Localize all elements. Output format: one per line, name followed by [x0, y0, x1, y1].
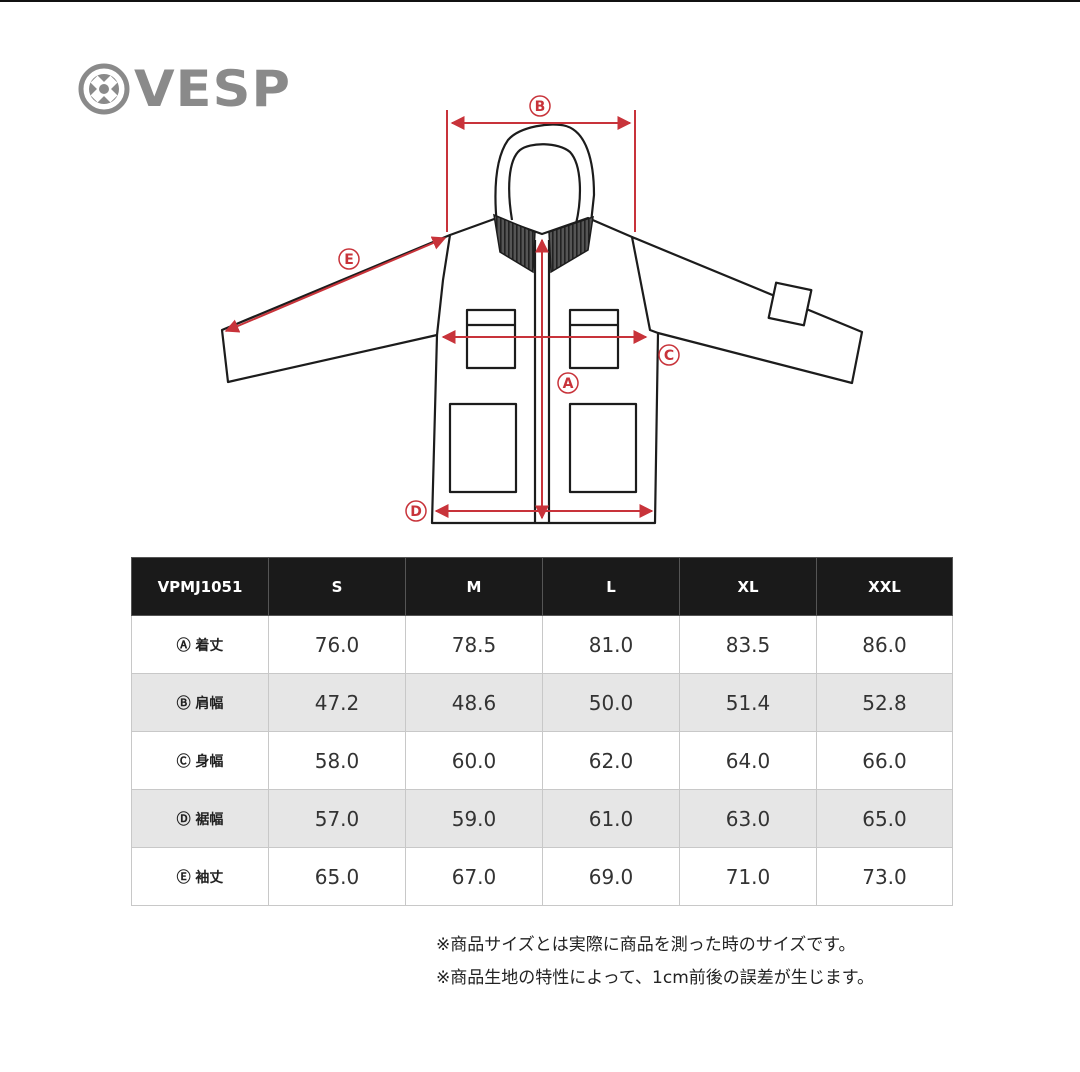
label-e: E — [344, 252, 354, 268]
model-number: VPMJ1051 — [131, 557, 269, 616]
size-header-xxl: XXL — [816, 557, 953, 616]
table-row: Ⓐ 着丈 76.0 78.5 81.0 83.5 86.0 — [131, 615, 953, 674]
top-border — [0, 0, 1080, 2]
size-header-l: L — [542, 557, 680, 616]
table-row: Ⓔ 袖丈 65.0 67.0 69.0 71.0 73.0 — [131, 847, 953, 906]
table-cell: 66.0 — [816, 731, 953, 790]
table-cell: 65.0 — [816, 789, 953, 848]
table-cell: 83.5 — [679, 615, 817, 674]
table-cell: 47.2 — [268, 673, 406, 732]
label-a: A — [563, 376, 574, 392]
table-cell: 69.0 — [542, 847, 680, 906]
table-cell: 50.0 — [542, 673, 680, 732]
measure-lines — [224, 110, 654, 520]
measure-labels: B E C A D — [338, 95, 680, 522]
table-cell: 64.0 — [679, 731, 817, 790]
table-cell: 81.0 — [542, 615, 680, 674]
jacket-diagram: B E C A D — [220, 95, 864, 525]
row-label: Ⓔ 袖丈 — [131, 847, 269, 906]
table-cell: 51.4 — [679, 673, 817, 732]
label-d-badge: D — [405, 500, 427, 522]
label-b-badge: B — [529, 95, 551, 117]
table-cell: 48.6 — [405, 673, 543, 732]
table-cell: 65.0 — [268, 847, 406, 906]
row-label: Ⓑ 肩幅 — [131, 673, 269, 732]
size-header-m: M — [405, 557, 543, 616]
table-row: Ⓒ 身幅 58.0 60.0 62.0 64.0 66.0 — [131, 731, 953, 790]
label-d: D — [410, 504, 422, 520]
row-label: Ⓒ 身幅 — [131, 731, 269, 790]
label-c: C — [664, 348, 674, 364]
label-b: B — [535, 99, 546, 115]
table-cell: 71.0 — [679, 847, 817, 906]
table-header-row: VPMJ1051 S M L XL XXL — [131, 557, 953, 616]
note-tolerance: ※商品生地の特性によって、1cm前後の誤差が生じます。 — [436, 968, 875, 988]
table-row: Ⓓ 裾幅 57.0 59.0 61.0 63.0 65.0 — [131, 789, 953, 848]
table-cell: 78.5 — [405, 615, 543, 674]
table-cell: 61.0 — [542, 789, 680, 848]
table-cell: 67.0 — [405, 847, 543, 906]
label-e-badge: E — [338, 248, 360, 270]
table-cell: 52.8 — [816, 673, 953, 732]
table-row: Ⓑ 肩幅 47.2 48.6 50.0 51.4 52.8 — [131, 673, 953, 732]
brand-name: VESP — [134, 60, 291, 118]
table-cell: 63.0 — [679, 789, 817, 848]
label-a-badge: A — [557, 372, 579, 394]
size-table: VPMJ1051 S M L XL XXL Ⓐ 着丈 76.0 78.5 81.… — [131, 557, 953, 906]
row-label: Ⓓ 裾幅 — [131, 789, 269, 848]
row-label: Ⓐ 着丈 — [131, 615, 269, 674]
size-header-s: S — [268, 557, 406, 616]
brand-logo-icon — [78, 63, 130, 115]
table-cell: 60.0 — [405, 731, 543, 790]
collar — [493, 213, 594, 274]
table-cell: 58.0 — [268, 731, 406, 790]
measure-line-e — [224, 236, 447, 333]
table-cell: 76.0 — [268, 615, 406, 674]
brand-logo: VESP — [78, 62, 290, 116]
table-cell: 57.0 — [268, 789, 406, 848]
note-measurement: ※商品サイズとは実際に商品を測った時のサイズです。 — [436, 935, 856, 955]
label-c-badge: C — [658, 344, 680, 366]
table-cell: 62.0 — [542, 731, 680, 790]
table-cell: 73.0 — [816, 847, 953, 906]
table-cell: 59.0 — [405, 789, 543, 848]
size-header-xl: XL — [679, 557, 817, 616]
table-cell: 86.0 — [816, 615, 953, 674]
